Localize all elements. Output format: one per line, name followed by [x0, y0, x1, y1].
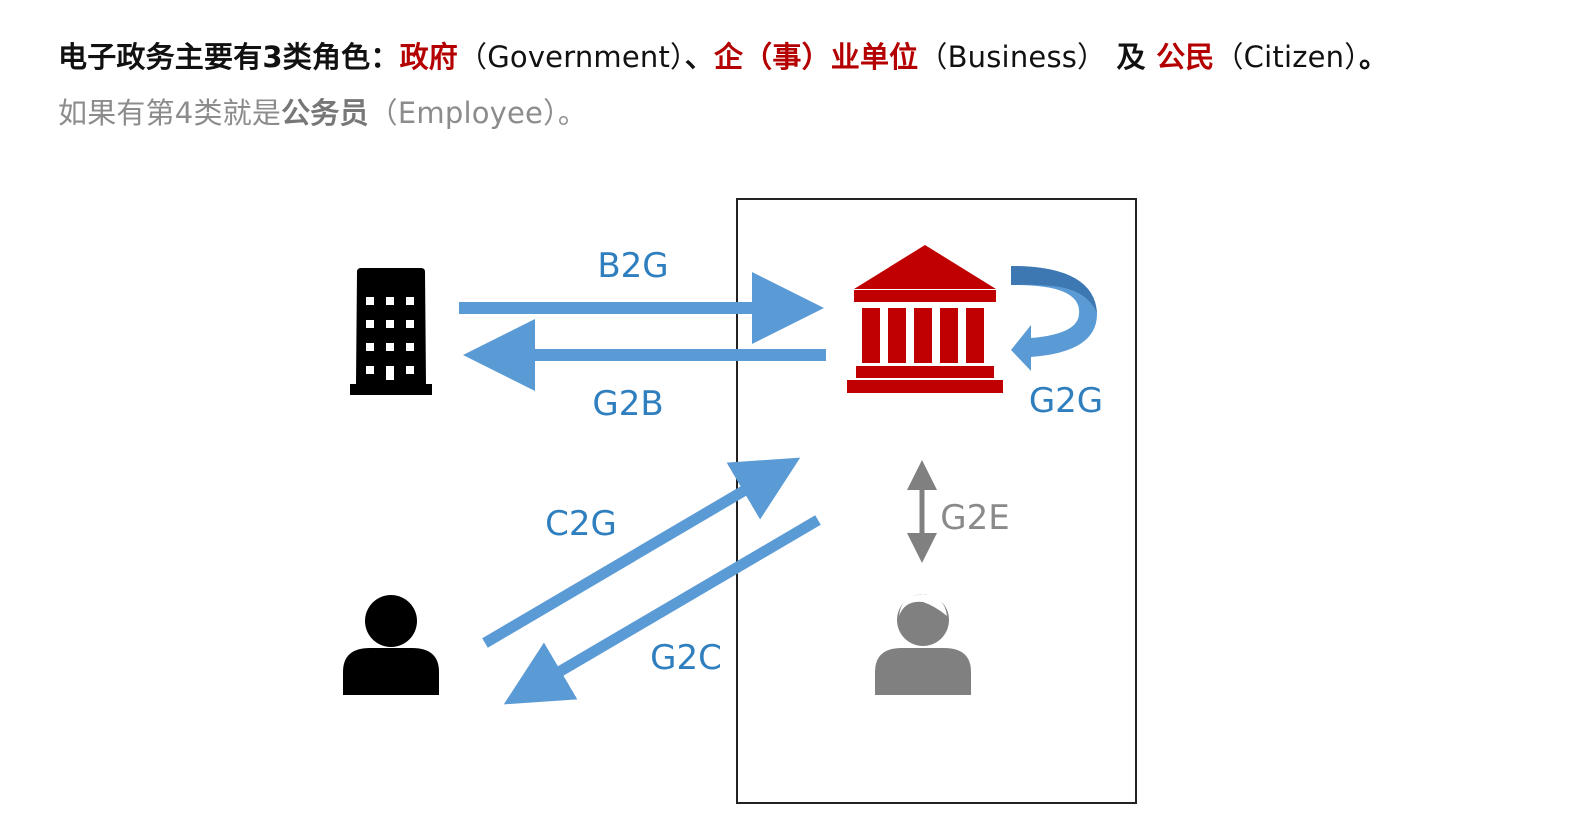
roles-end: 。: [1358, 40, 1389, 74]
g2c-label: G2C: [650, 638, 722, 678]
g2g-loop-arrow: [1011, 266, 1098, 371]
employee-end: 。: [557, 96, 588, 130]
b2g-label: B2G: [597, 246, 668, 286]
role-business-en: （Business）: [918, 40, 1107, 74]
roles-prefix: 电子政务主要有3类角色：: [58, 40, 400, 74]
employee-person-icon: [875, 594, 971, 695]
role-citizen: 公民: [1156, 40, 1215, 74]
c2g-arrow: [482, 457, 801, 648]
office-building-icon: [350, 268, 432, 395]
g2b-label: G2B: [592, 384, 663, 424]
role-employee: 公务员: [281, 96, 369, 130]
role-government-en: （Government）: [458, 40, 685, 74]
role-business: 企（事）业单位: [713, 40, 919, 74]
g2c-arrow: [503, 515, 821, 705]
g2g-label: G2G: [1029, 381, 1103, 421]
roles-separator: 、: [684, 40, 714, 74]
role-employee-en: （Employee）: [368, 96, 558, 130]
government-building-icon: [847, 245, 1003, 393]
g2e-label: G2E: [940, 498, 1009, 538]
roles-conjunction: 及: [1106, 40, 1157, 74]
role-government: 政府: [399, 40, 458, 74]
intro-line-roles: 电子政务主要有3类角色：政府（Government）、企（事）业单位（Busin…: [58, 34, 1558, 80]
c2g-label: C2G: [545, 504, 617, 544]
role-citizen-en: （Citizen）: [1214, 40, 1359, 74]
intro-text: 电子政务主要有3类角色：政府（Government）、企（事）业单位（Busin…: [58, 34, 1558, 136]
person-icon: [343, 595, 439, 695]
employee-prefix: 如果有第4类就是: [58, 96, 282, 130]
intro-line-employee: 如果有第4类就是公务员（Employee）。: [58, 90, 1558, 136]
